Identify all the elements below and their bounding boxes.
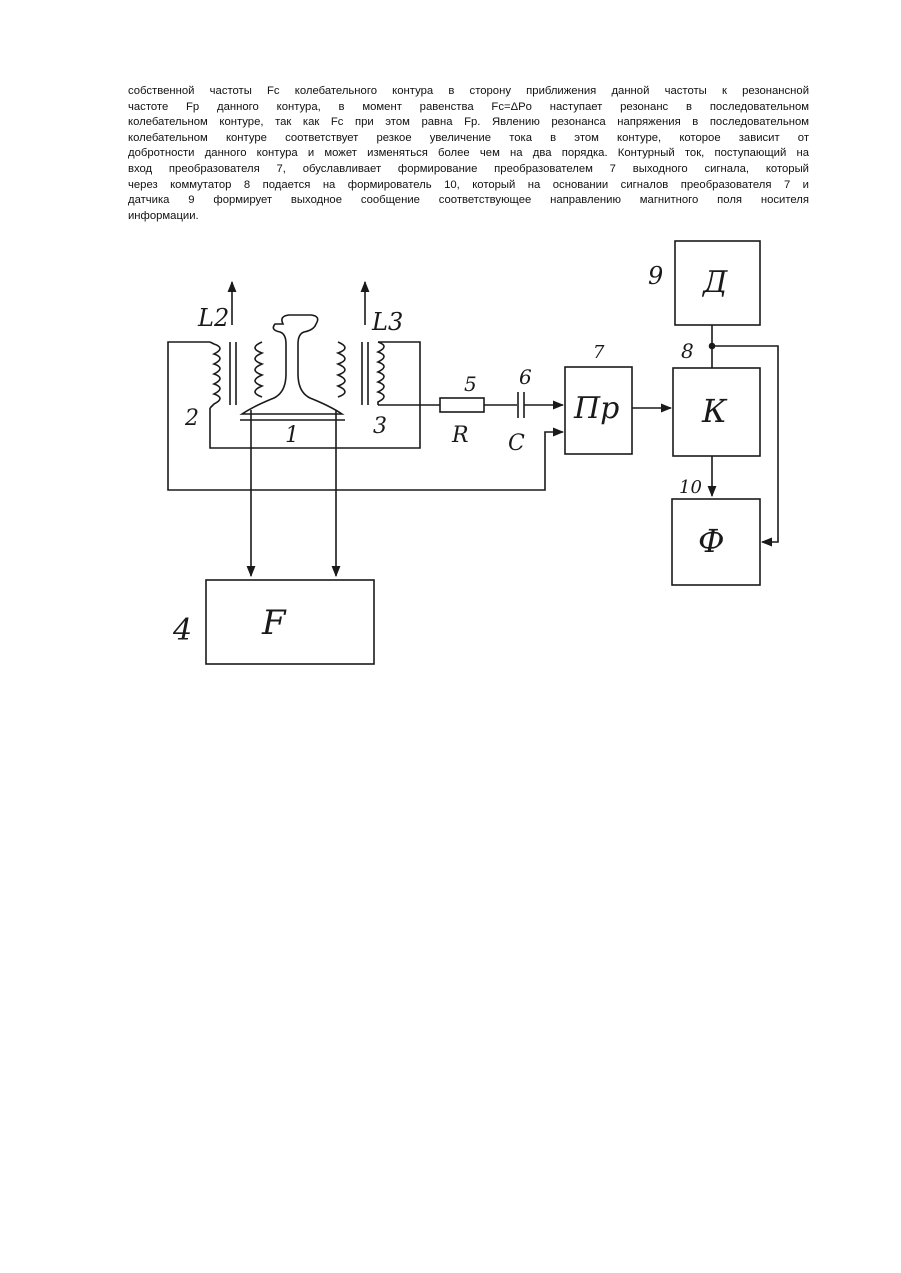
coil-inner-left [255, 342, 262, 397]
label-capacitor: C [508, 431, 525, 456]
block-label-sensor: Д [701, 265, 728, 300]
wire-bottom-return [210, 342, 420, 448]
coil-l2 [210, 342, 220, 408]
block-label-converter: Пр [573, 391, 619, 426]
label-l3: L3 [371, 308, 403, 336]
label-l2: L2 [197, 304, 229, 332]
rail-profile [242, 315, 342, 414]
label-number-9: 9 [648, 262, 663, 290]
coil-inner-right [338, 342, 345, 397]
wire-loop-left [168, 342, 563, 490]
label-number-8: 8 [681, 339, 694, 363]
coil-l3 [378, 342, 384, 405]
label-number-6: 6 [519, 365, 532, 389]
label-number-5: 5 [464, 372, 477, 396]
block-label-former: Ф [698, 522, 725, 560]
block-label-switch: К [701, 392, 728, 430]
label-resistor: R [451, 423, 469, 448]
generator-block [206, 580, 374, 664]
resistor-r [440, 398, 484, 412]
label-number-10: 10 [679, 477, 702, 498]
label-number-2: 2 [184, 406, 199, 431]
wire-sensor-to-former [712, 346, 778, 542]
label-number-7: 7 [593, 342, 605, 363]
label-number-3: 3 [373, 414, 387, 439]
label-number-4: 4 [172, 613, 192, 648]
block-label-generator: F [261, 603, 287, 643]
label-number-1: 1 [285, 423, 299, 448]
